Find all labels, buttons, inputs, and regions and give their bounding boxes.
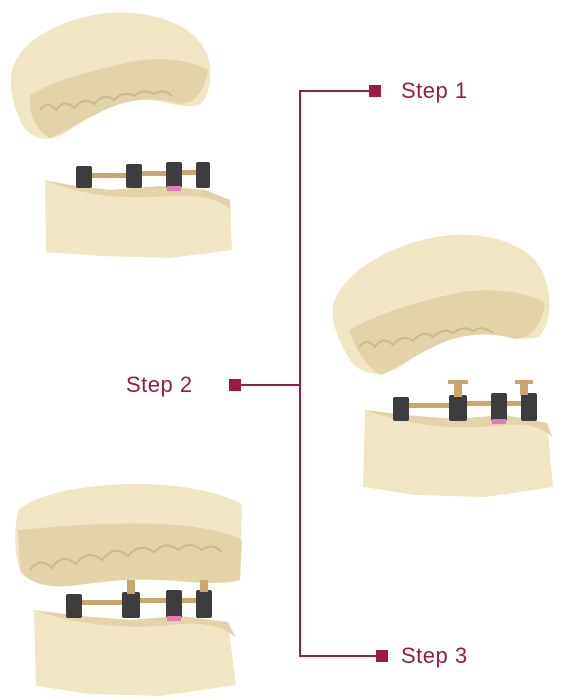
step-2-marker <box>229 379 241 391</box>
step-1-marker <box>369 85 381 97</box>
dental-model-separated-icon <box>0 0 250 270</box>
connector-step-2 <box>236 384 301 386</box>
step-1-label: Step 1 <box>401 80 468 102</box>
connector-step-1 <box>299 90 375 92</box>
lower-cast <box>45 162 232 258</box>
connector-step-3 <box>299 655 381 657</box>
upper-cast <box>11 13 211 139</box>
upper-cast <box>333 235 550 375</box>
step-3-marker <box>376 650 388 662</box>
lower-cast <box>363 380 553 497</box>
lower-cast <box>34 580 236 696</box>
upper-cast <box>15 484 242 586</box>
dental-model-occluded-icon <box>0 470 250 700</box>
step-3-label: Step 3 <box>401 645 468 667</box>
dental-model-separated-icon <box>325 225 561 505</box>
connector-vertical <box>299 90 301 657</box>
step-2-label: Step 2 <box>126 374 193 396</box>
